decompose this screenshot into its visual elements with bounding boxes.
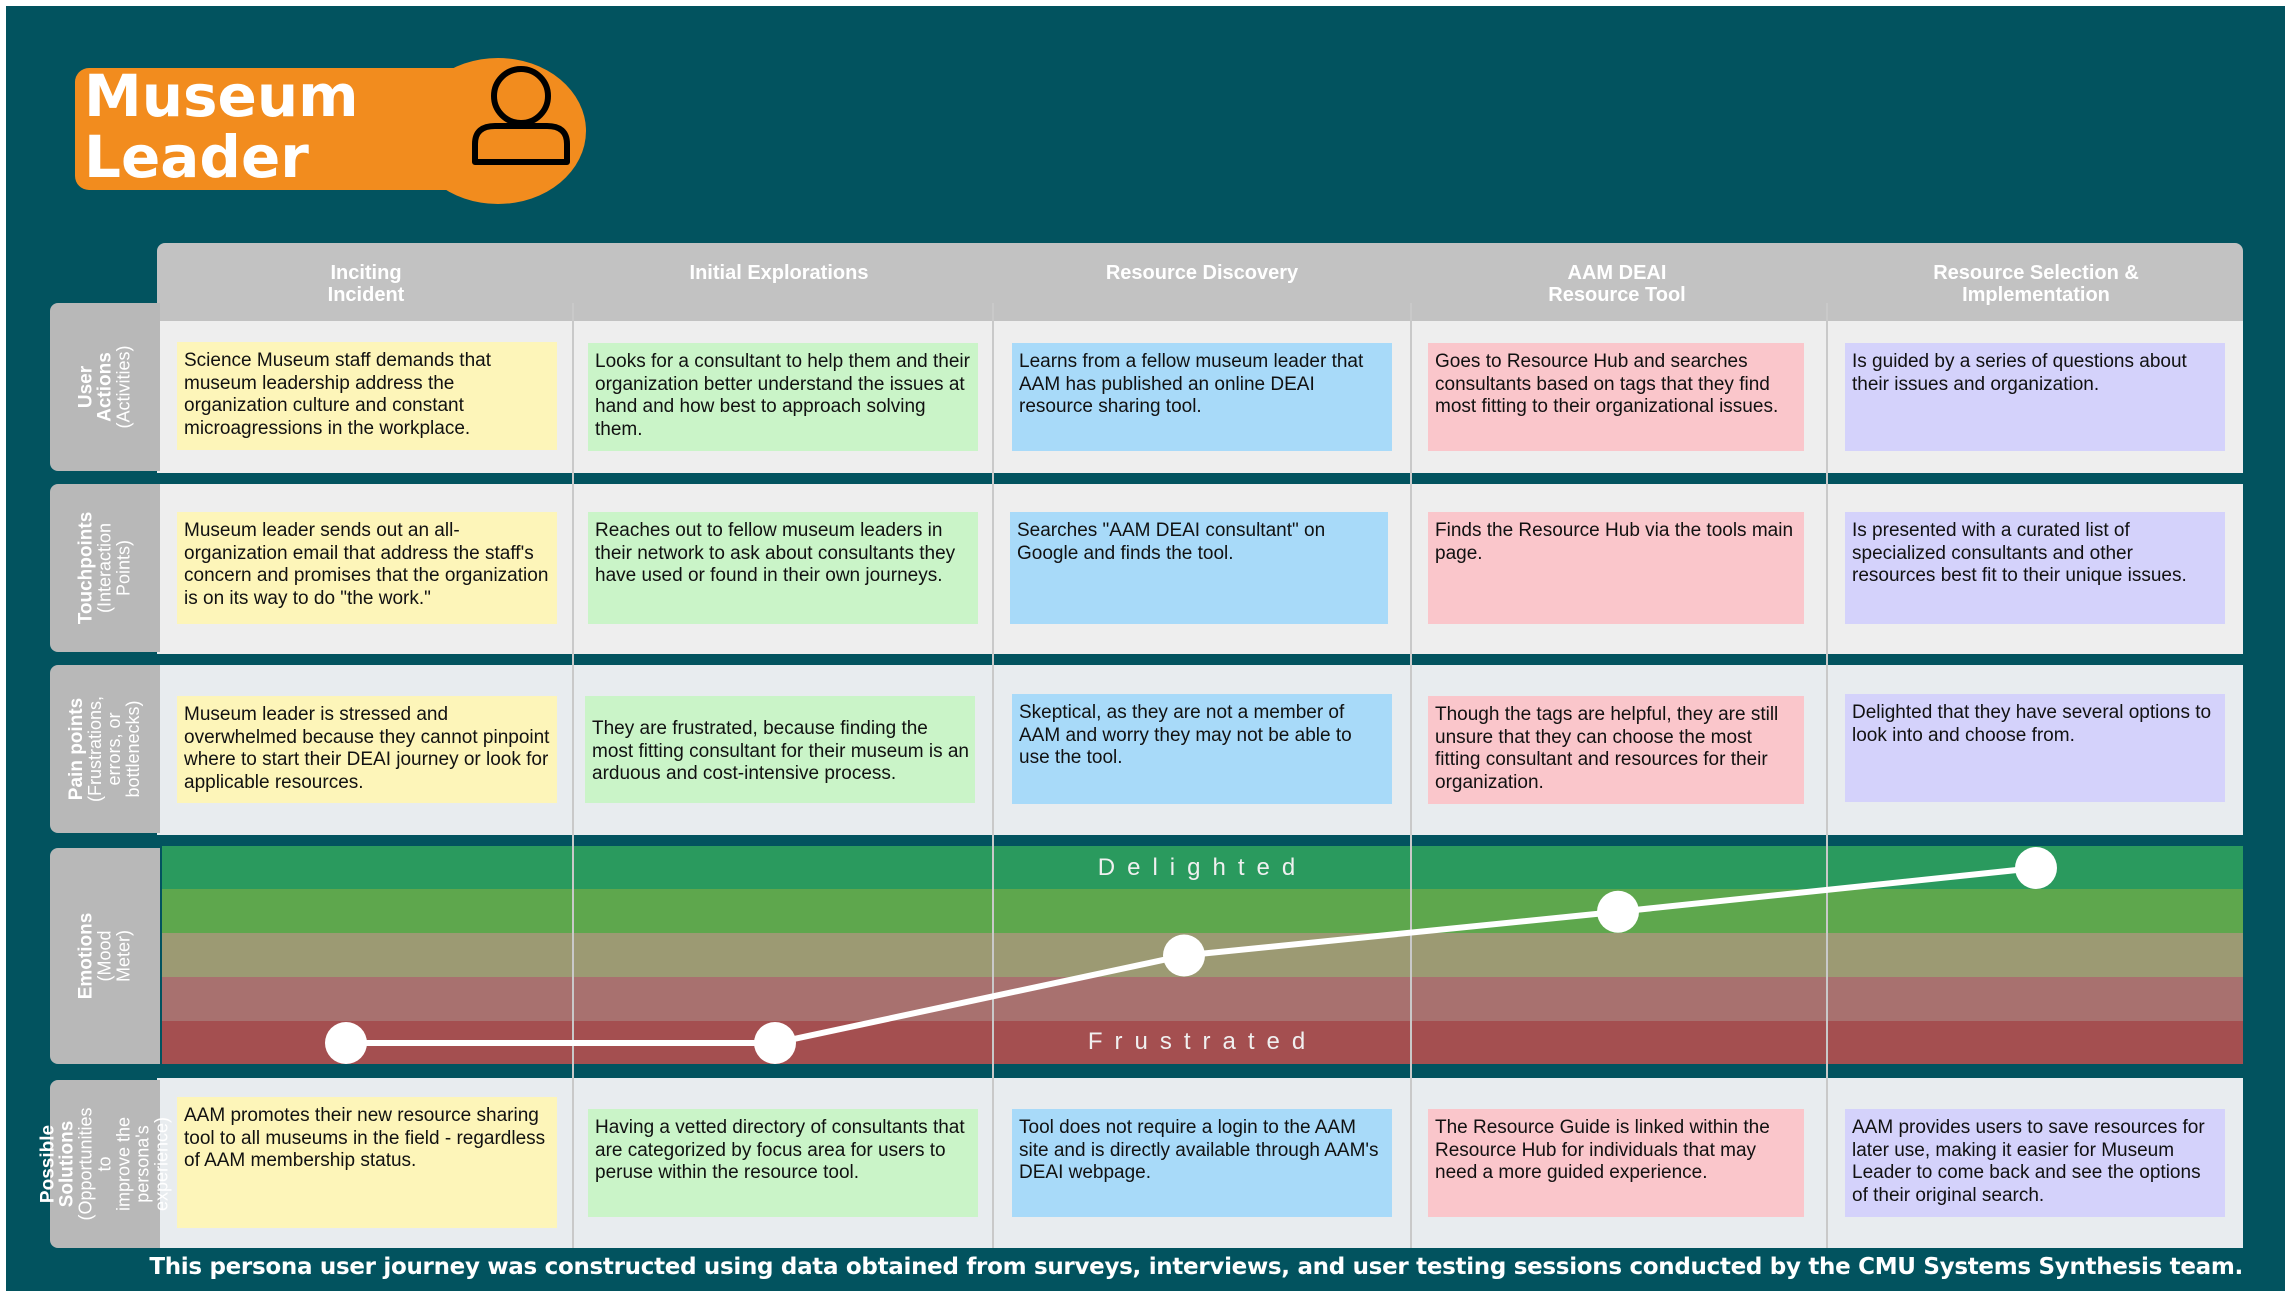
stage-header-inciting-incident: Inciting Incident <box>327 262 405 306</box>
mood-point-stage-5 <box>2015 847 2057 889</box>
card-pain-points-2: They are frustrated, because finding the… <box>585 696 975 803</box>
mood-point-stage-3 <box>1163 934 1205 977</box>
card-touchpoints-2: Reaches out to fellow museum leaders in … <box>588 512 978 624</box>
column-divider <box>992 303 994 1248</box>
person-icon <box>472 66 570 165</box>
stage-header-resource-discovery: Resource Discovery <box>1105 262 1299 284</box>
card-pain-points-1: Museum leader is stressed and overwhelme… <box>177 696 557 803</box>
mood-band-2 <box>162 889 2243 933</box>
stage-header-bar <box>157 243 2243 321</box>
card-touchpoints-1: Museum leader sends out an all-organizat… <box>177 512 557 624</box>
column-divider <box>572 303 574 1248</box>
row-label-possible-solutions: Possible Solutions(Opportunities to impr… <box>38 1080 172 1248</box>
card-user-actions-3: Learns from a fellow museum leader that … <box>1012 343 1392 451</box>
footnote: This persona user journey was constructe… <box>149 1254 2243 1280</box>
persona-title: Museum Leader <box>84 62 359 191</box>
card-user-actions-2: Looks for a consultant to help them and … <box>588 343 978 451</box>
column-divider <box>1410 303 1412 1248</box>
card-user-actions-4: Goes to Resource Hub and searches consul… <box>1428 343 1804 451</box>
card-touchpoints-4: Finds the Resource Hub via the tools mai… <box>1428 512 1804 624</box>
row-label-user-actions: User Actions(Activities) <box>50 303 160 471</box>
stage-header-resource-selection: Resource Selection & Implementation <box>1933 262 2139 306</box>
persona-badge <box>75 68 485 190</box>
card-pain-points-4: Though the tags are helpful, they are st… <box>1428 696 1804 804</box>
card-pain-points-3: Skeptical, as they are not a member of A… <box>1012 694 1392 804</box>
card-solutions-5: AAM provides users to save resources for… <box>1845 1109 2225 1217</box>
mood-label-frustrated: Frustrated <box>1087 1028 1318 1055</box>
mood-point-stage-2 <box>754 1022 796 1064</box>
mood-band-delighted: Delighted <box>162 846 2243 889</box>
card-pain-points-5: Delighted that they have several options… <box>1845 694 2225 802</box>
mood-band-4 <box>162 977 2243 1021</box>
row-label-pain-points: Pain points(Frustrations, errors, or bot… <box>50 665 160 833</box>
card-touchpoints-5: Is presented with a curated list of spec… <box>1845 512 2225 624</box>
column-divider <box>1826 303 1828 1248</box>
mood-label-delighted: Delighted <box>1097 854 1308 881</box>
card-user-actions-5: Is guided by a series of questions about… <box>1845 343 2225 451</box>
row-label-touchpoints: Touchpoints(Interaction Points) <box>50 484 160 652</box>
card-solutions-3: Tool does not require a login to the AAM… <box>1012 1109 1392 1217</box>
stage-header-aam-deai-resource-tool: AAM DEAI Resource Tool <box>1548 262 1686 306</box>
card-touchpoints-3: Searches "AAM DEAI consultant" on Google… <box>1010 512 1388 624</box>
card-user-actions-1: Science Museum staff demands that museum… <box>177 342 557 450</box>
card-solutions-4: The Resource Guide is linked within the … <box>1428 1109 1804 1217</box>
card-solutions-2: Having a vetted directory of consultants… <box>588 1109 978 1217</box>
mood-point-stage-4 <box>1597 890 1639 933</box>
row-label-emotions: Emotions(Mood Meter) <box>50 848 160 1064</box>
mood-point-stage-1 <box>325 1022 367 1064</box>
stage-header-initial-explorations: Initial Explorations <box>689 262 869 284</box>
card-solutions-1: AAM promotes their new resource sharing … <box>177 1097 557 1228</box>
